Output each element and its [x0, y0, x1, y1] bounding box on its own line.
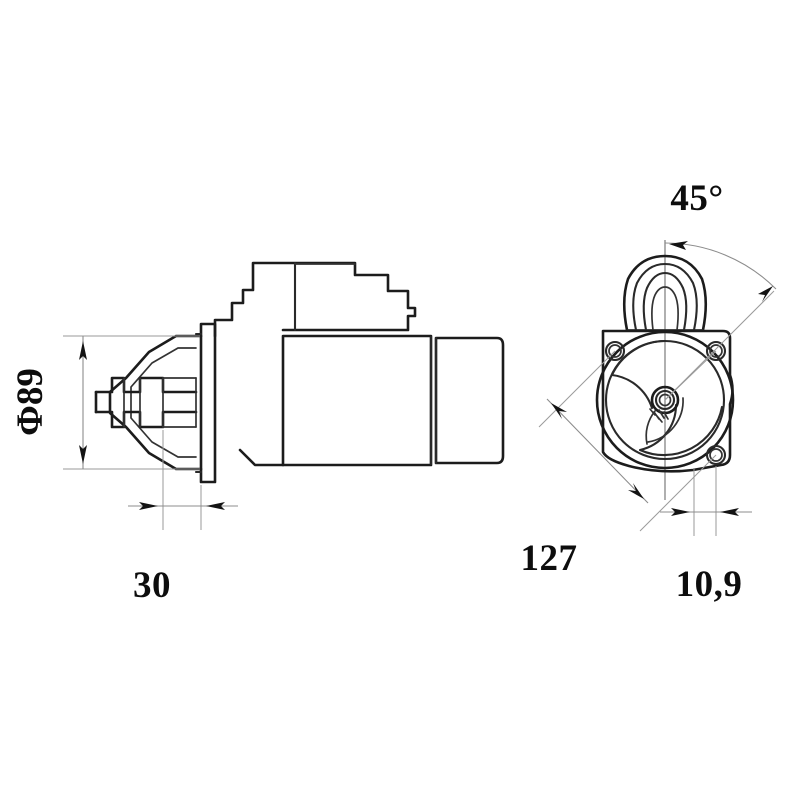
shaft-bearing-mid	[654, 389, 676, 411]
mounting-flange-outline	[601, 329, 734, 473]
dim-label-pcd-127: 127	[521, 538, 578, 579]
arrow-30-left	[139, 502, 158, 510]
bolt-hole-upper-left-inner	[608, 344, 622, 358]
arrow-127-lower	[628, 483, 644, 499]
arrow-phi89-bottom	[79, 445, 87, 464]
dimension-pcd-127: 127	[521, 350, 717, 579]
side-elevation-view: Φ89 30	[10, 261, 505, 606]
shaft-bearing-inner	[658, 393, 672, 407]
dimension-thickness-10-9: 10,9	[660, 466, 752, 605]
solenoid-bore-arch	[651, 286, 679, 331]
dimension-angle-45: 45°	[664, 178, 777, 401]
drive-end-view: 45° 127 10,9	[521, 178, 777, 605]
arrow-127-upper	[551, 403, 567, 419]
drive-end-housing-inner-contour	[130, 347, 197, 458]
ext-line-127-upper	[538, 350, 616, 428]
dim-label-angle-45: 45°	[670, 178, 723, 219]
arrow-phi89-top	[79, 341, 87, 360]
solenoid-housing-outline	[213, 261, 417, 338]
dim-line-127	[546, 398, 649, 504]
arrow-45-start	[669, 241, 688, 250]
pinion-spiral-lower	[638, 403, 724, 457]
solenoid-mid-arch	[632, 262, 698, 332]
solenoid-outer-arch	[622, 254, 708, 332]
body-lower-step	[238, 448, 285, 467]
bolt-hole-upper-left	[604, 340, 626, 362]
ext-line-127-lower	[639, 454, 717, 532]
arrow-45-end	[758, 286, 773, 302]
bolt-hole-lower-right	[705, 444, 727, 466]
pinion-spiral-upper	[610, 339, 667, 410]
dim-label-thickness-10-9: 10,9	[676, 564, 743, 605]
mounting-flange-plate	[199, 322, 217, 484]
arrow-109-left	[671, 508, 690, 516]
ext-line-45-diagonal	[664, 290, 775, 401]
arrow-109-right	[720, 508, 739, 516]
hub-knurl-detail	[649, 408, 669, 423]
drive-housing-circle	[595, 330, 735, 470]
solenoid-inner-arch	[642, 271, 688, 332]
pinion-gear-body	[162, 377, 197, 428]
commutator-end-cap	[434, 336, 505, 465]
flange-inner-edge	[194, 332, 203, 474]
dim-label-diameter-89: Φ89	[10, 368, 51, 436]
dimension-length-30: 30	[128, 430, 238, 606]
bolt-hole-upper-right-inner	[709, 344, 723, 358]
bolt-hole-upper-right	[705, 340, 727, 362]
dimension-diameter-89: Φ89	[10, 335, 200, 470]
dim-label-length-30: 30	[133, 565, 171, 606]
pinion-spiral-arc-right	[647, 397, 684, 443]
arrow-30-right	[206, 502, 225, 510]
bolt-hole-lower-right-inner	[709, 448, 723, 462]
